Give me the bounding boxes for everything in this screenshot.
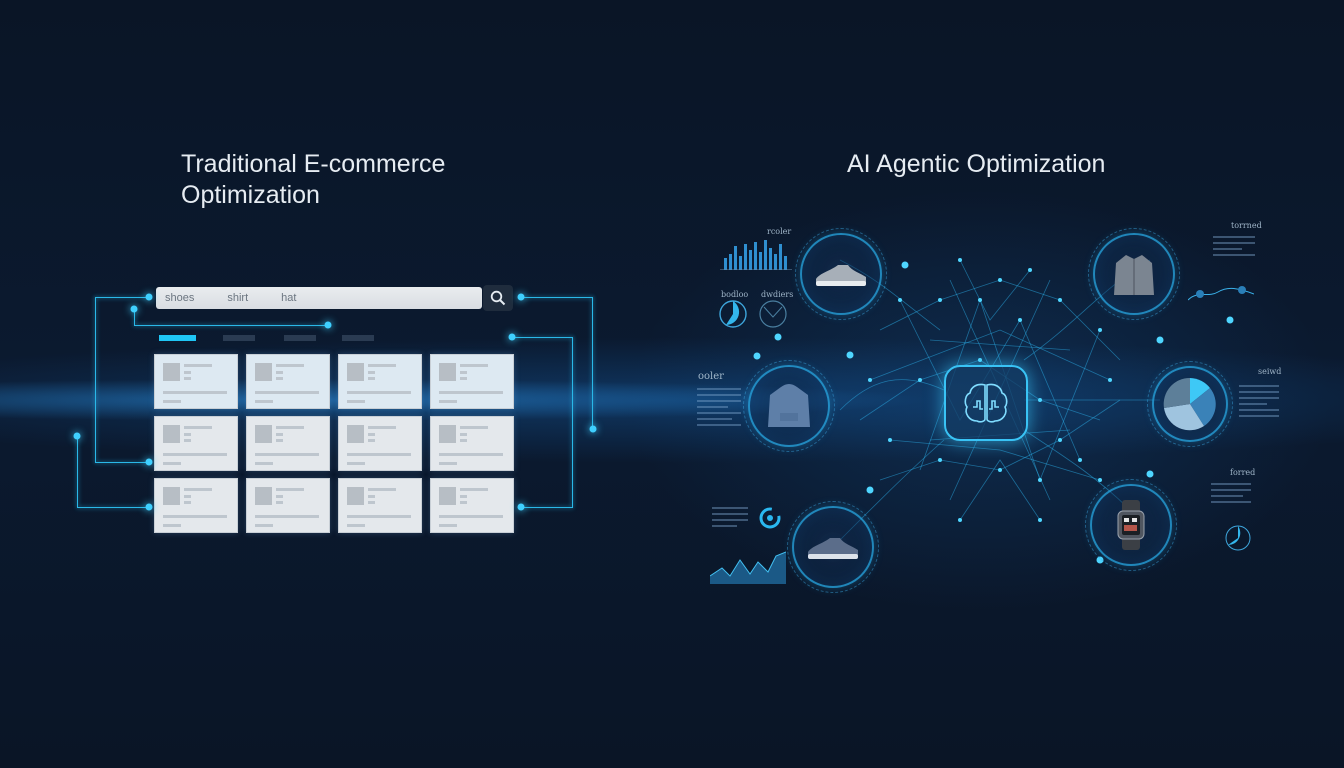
text-block — [1211, 483, 1251, 507]
tab[interactable] — [223, 335, 255, 341]
search-input[interactable]: shoes shirt hat — [156, 287, 482, 309]
node-sneaker-blue[interactable] — [787, 501, 879, 593]
text-block — [1239, 385, 1279, 421]
tab[interactable] — [342, 335, 374, 341]
agentic-title: AI Agentic Optimization — [847, 150, 1106, 178]
node-hoodie[interactable] — [743, 360, 835, 452]
search-tag[interactable]: shirt — [227, 292, 249, 304]
search-tag[interactable]: shoes — [165, 292, 195, 304]
product-card[interactable] — [246, 354, 330, 409]
text-block — [1213, 236, 1255, 260]
widget-label: seiwd — [1258, 367, 1282, 376]
ai-brain-node[interactable] — [944, 365, 1028, 441]
gauge-widget — [759, 300, 787, 328]
text-block — [712, 507, 748, 531]
widget-label: rcoler — [767, 227, 792, 236]
widget-label: bodloo — [721, 290, 749, 299]
widget-label: dwdiers — [761, 290, 794, 299]
node-smartwatch[interactable] — [1085, 479, 1177, 571]
product-card[interactable] — [430, 478, 514, 533]
product-card[interactable] — [430, 354, 514, 409]
traditional-title: Traditional E-commerce Optimization — [181, 150, 446, 209]
sync-icon — [759, 507, 781, 529]
node-jacket[interactable] — [1088, 228, 1180, 320]
brain-icon — [964, 383, 1008, 423]
text-block — [697, 388, 741, 430]
product-grid — [154, 354, 514, 533]
node-sneaker-gray[interactable] — [795, 228, 887, 320]
product-card[interactable] — [338, 416, 422, 471]
search-button[interactable] — [483, 285, 513, 311]
line-chart-widget — [1188, 286, 1254, 301]
area-chart-widget — [710, 551, 786, 584]
tab[interactable] — [284, 335, 316, 341]
product-card[interactable] — [246, 478, 330, 533]
widget-label: torrned — [1231, 221, 1262, 230]
product-card[interactable] — [154, 416, 238, 471]
mini-pie-widget — [1225, 525, 1251, 551]
smartwatch-icon — [1117, 500, 1145, 550]
product-card[interactable] — [246, 416, 330, 471]
product-card[interactable] — [338, 354, 422, 409]
widget-label: forred — [1230, 468, 1256, 477]
mini-pie-widget — [719, 300, 747, 328]
product-card[interactable] — [154, 478, 238, 533]
sneaker-icon — [816, 265, 866, 286]
search-icon — [490, 290, 506, 306]
node-pie-chart[interactable] — [1147, 361, 1233, 447]
jacket-icon — [1114, 255, 1154, 295]
bar-chart-widget — [720, 240, 792, 270]
widget-label: ooler — [698, 371, 724, 382]
product-card[interactable] — [154, 354, 238, 409]
search-tag[interactable]: hat — [281, 292, 297, 304]
sneaker-icon — [808, 538, 858, 559]
product-card[interactable] — [430, 416, 514, 471]
hoodie-icon — [768, 384, 810, 427]
pie-chart-icon — [1163, 377, 1216, 431]
tab-active[interactable] — [159, 335, 196, 341]
product-card[interactable] — [338, 478, 422, 533]
